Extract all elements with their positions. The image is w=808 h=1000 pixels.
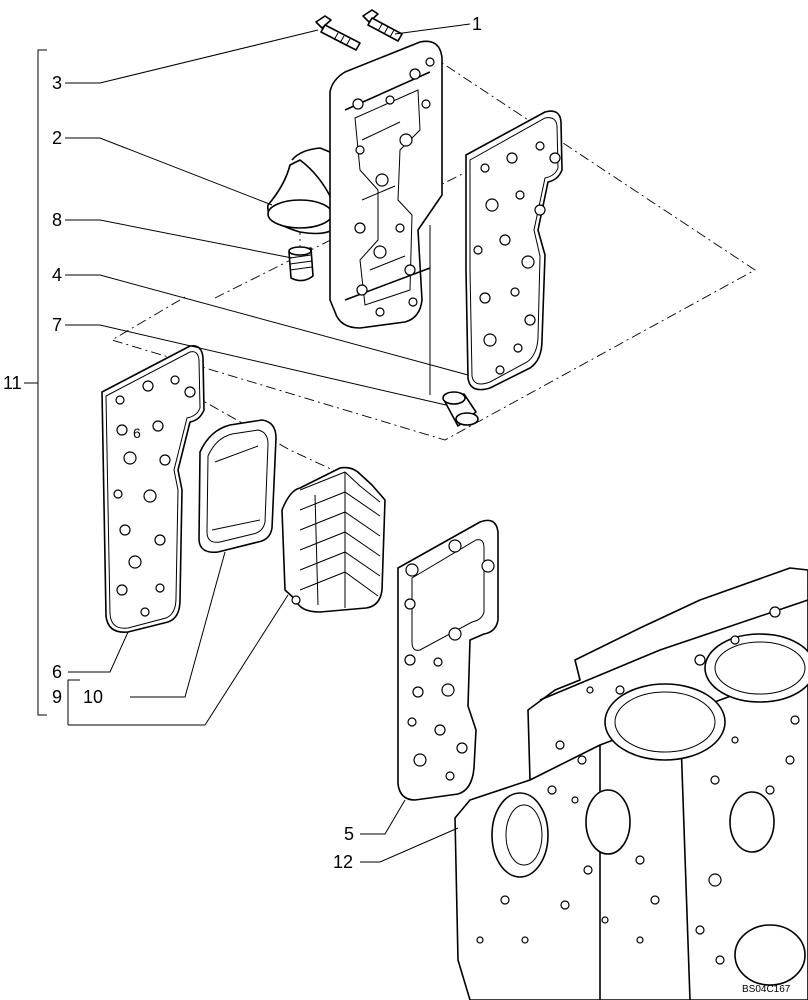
bolt-part-3 xyxy=(315,15,361,51)
plug-part-8 xyxy=(288,246,314,282)
bushing-part-7 xyxy=(442,391,479,427)
callout-8: 8 xyxy=(52,210,62,230)
callout-9: 9 xyxy=(52,687,62,707)
gasket-part-5 xyxy=(397,519,499,801)
callout-6-on-part: 6 xyxy=(133,425,141,441)
drawing-code: BS04C167 xyxy=(742,984,791,995)
gasket-part-4 xyxy=(465,110,563,391)
callout-6: 6 xyxy=(52,662,62,682)
callout-5: 5 xyxy=(344,824,354,844)
callout-4: 4 xyxy=(52,265,62,285)
seal-frame-part-10 xyxy=(198,419,277,554)
callout-2: 2 xyxy=(52,128,62,148)
callout-11: 11 xyxy=(3,373,22,393)
callout-10: 10 xyxy=(83,687,103,707)
group-bracket-9 xyxy=(67,679,80,725)
engine-block-part-12 xyxy=(454,567,808,1000)
bolt-part-1 xyxy=(362,9,403,42)
callout-1: 1 xyxy=(472,14,482,34)
leader-lines xyxy=(65,23,471,863)
cover-housing-part-2 xyxy=(267,40,443,329)
heat-exchanger-part-9 xyxy=(281,466,386,613)
group-bracket-11 xyxy=(24,49,47,716)
gasket-part-6 xyxy=(101,344,205,633)
callout-12: 12 xyxy=(333,852,353,872)
callout-3: 3 xyxy=(52,73,62,93)
callout-7: 7 xyxy=(52,315,62,335)
